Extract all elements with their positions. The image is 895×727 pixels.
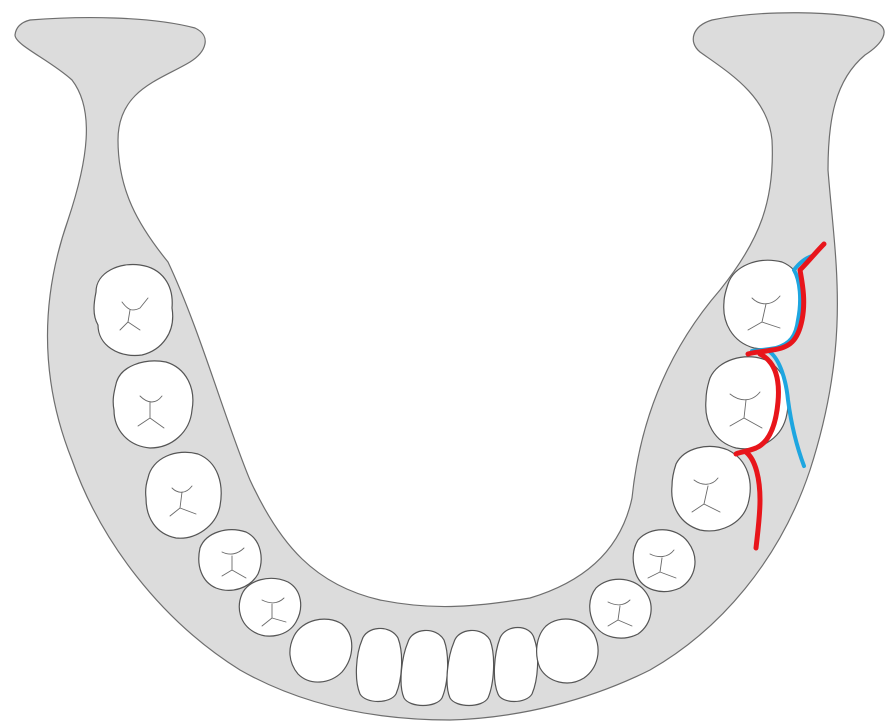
tooth-left-premolar-2 (146, 452, 222, 538)
tooth-left-premolar-0 (239, 578, 300, 636)
tooth-right-premolar-2 (672, 446, 750, 530)
tooth-left-lateral-incisor (356, 628, 401, 701)
tooth-right-premolar-0 (590, 579, 651, 638)
tooth-left-central-incisor (401, 630, 448, 705)
tooth-left-premolar-1 (199, 530, 261, 591)
tooth-left-molar-2 (113, 361, 193, 448)
tooth-right-canine (537, 619, 598, 683)
tooth-right-premolar-1 (633, 530, 695, 592)
tooth-right-lateral-incisor (494, 628, 537, 702)
tooth-right-central-incisor (447, 630, 494, 705)
